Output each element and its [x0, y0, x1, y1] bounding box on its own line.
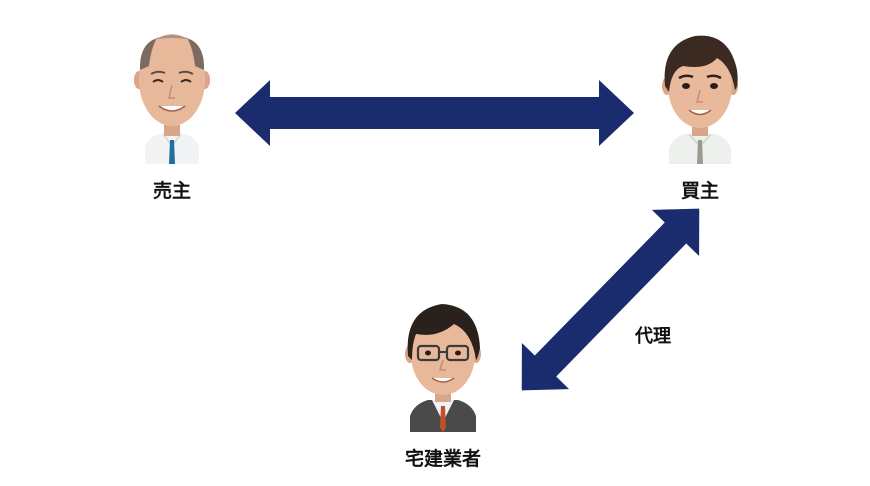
seller-buyer-arrow [235, 80, 634, 146]
buyer-avatar-icon [662, 35, 738, 164]
real-estate-agent-avatar-icon [405, 304, 481, 432]
agent-label: 宅建業者 [404, 448, 482, 470]
seller-avatar-icon [134, 34, 210, 164]
seller-label: 売主 [152, 180, 192, 202]
buyer-label: 買主 [680, 180, 720, 202]
agent-buyer-arrow [521, 208, 700, 391]
agency-label: 代理 [635, 326, 671, 347]
